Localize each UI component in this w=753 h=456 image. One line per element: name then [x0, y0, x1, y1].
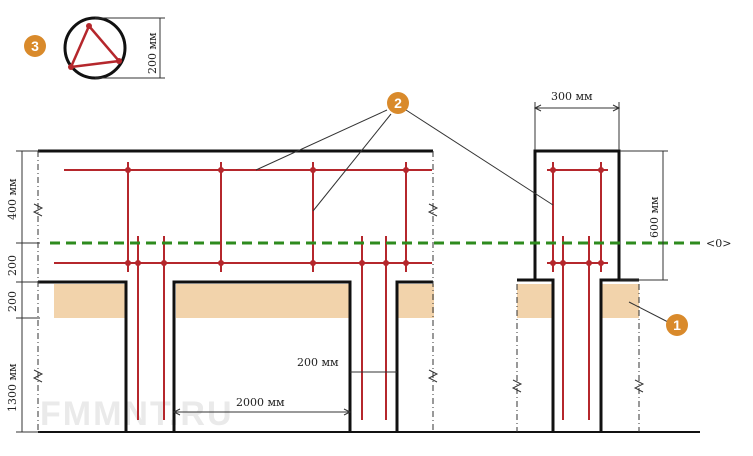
- rebar-joints: [125, 167, 604, 266]
- opening-dimension: [172, 408, 352, 416]
- dim-1300: 1300 мм: [6, 363, 19, 412]
- dim-2000: 2000 мм: [236, 396, 285, 409]
- level-label: <0>: [706, 237, 731, 250]
- cross-section-detail: [63, 16, 165, 80]
- watermark-text: FMMNT.RU: [40, 395, 234, 433]
- sand-cushions: [54, 284, 639, 318]
- left-dimension-chain: [16, 150, 40, 433]
- wall-outlines: [38, 149, 700, 433]
- svg-text:1: 1: [673, 317, 681, 333]
- column-width-dimension: [533, 102, 621, 150]
- dim-600: 600 мм: [648, 196, 661, 238]
- callout-1-leader: [628, 301, 669, 323]
- dim-200mm: 200 мм: [297, 356, 339, 369]
- column-height-dimension: [620, 150, 668, 281]
- break-marks: [32, 203, 645, 393]
- rebar-cage: [54, 162, 608, 420]
- dim-400: 400 мм: [6, 178, 19, 220]
- svg-text:3: 3: [31, 38, 39, 54]
- dim-300: 300 мм: [551, 90, 593, 103]
- dim-200-lower: 200: [6, 291, 19, 312]
- badge-2: 2: [387, 92, 409, 114]
- callout-2-leaders: [255, 109, 554, 212]
- break-lines: [37, 151, 640, 432]
- svg-text:2: 2: [394, 95, 402, 111]
- dim-200-upper: 200: [6, 255, 19, 276]
- badge-3: 3: [24, 35, 46, 57]
- dim-200-circle: 200 мм: [146, 32, 159, 74]
- badge-1: 1: [666, 314, 688, 336]
